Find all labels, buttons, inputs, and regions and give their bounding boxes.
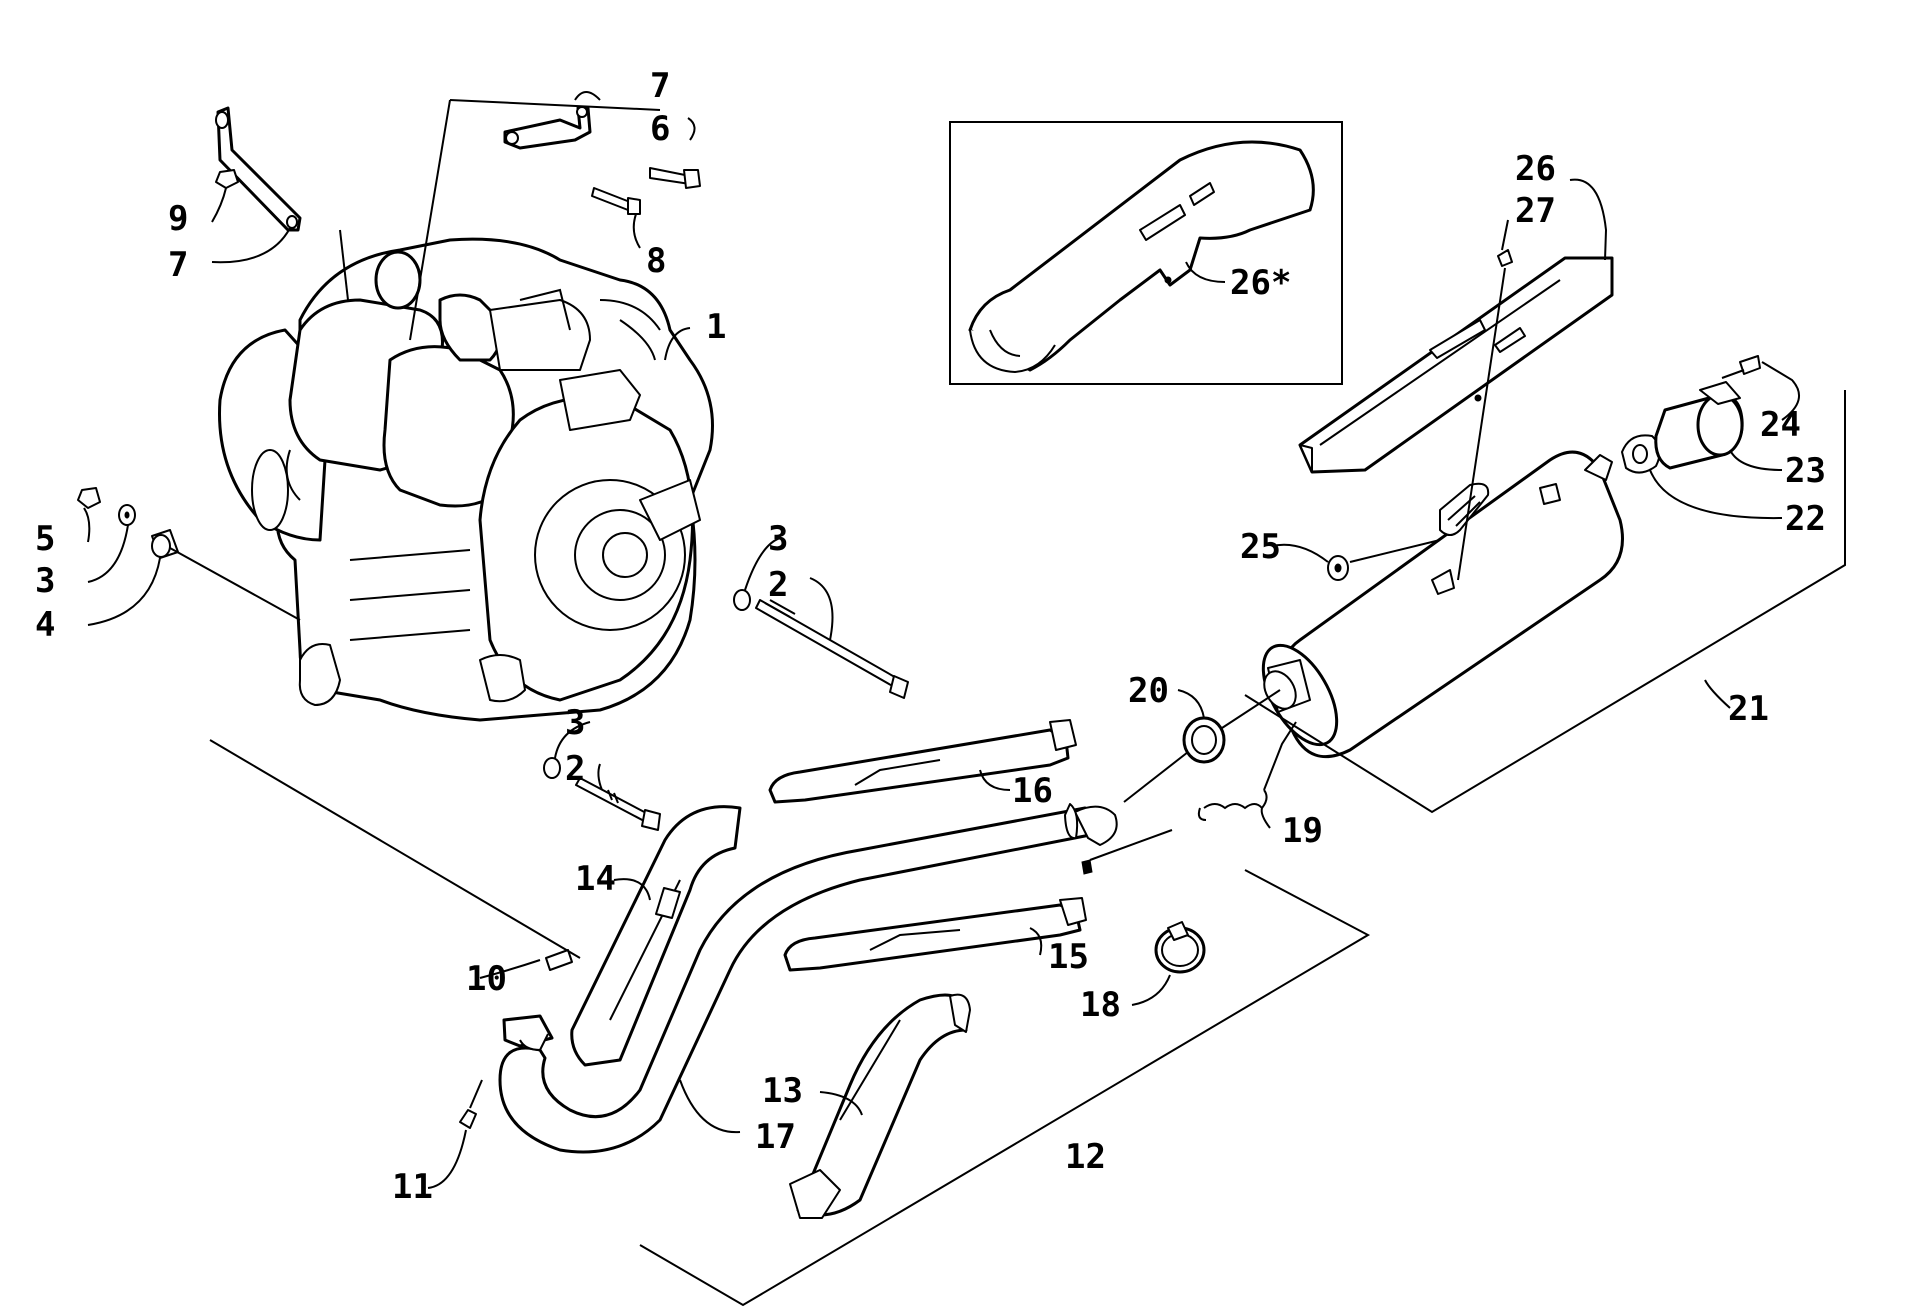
bolt-2-upper (755, 599, 909, 699)
callout-labels: 1 2 2 3 3 3 4 5 6 7 7 8 9 10 11 12 13 14… (35, 66, 1826, 1207)
callout-26-star: 26* (1230, 263, 1291, 303)
spacer-4 (151, 529, 179, 559)
callout-2-lower: 2 (565, 749, 585, 789)
callout-22: 22 (1785, 499, 1826, 539)
screw-24 (1721, 355, 1761, 379)
mounting-bracket-right (503, 106, 592, 150)
muffler-heat-shield-26 (1298, 256, 1614, 474)
spring-19 (1197, 789, 1268, 821)
callout-20: 20 (1128, 671, 1169, 711)
heat-shield-15 (783, 897, 1087, 972)
gasket-22 (1621, 434, 1661, 474)
stud-8 (591, 187, 641, 215)
nut-9 (215, 169, 239, 189)
callout-1: 1 (706, 307, 726, 347)
callout-21: 21 (1728, 689, 1769, 729)
callout-19: 19 (1282, 811, 1323, 851)
engine-assembly (218, 237, 714, 722)
stud-11 (459, 1079, 483, 1129)
callout-27: 27 (1515, 191, 1556, 231)
bolt-2-lower (575, 777, 661, 831)
leader-lines (83, 91, 1801, 1189)
callout-25: 25 (1240, 527, 1281, 567)
spark-arrestor-23 (1654, 381, 1744, 470)
washer-3-upper (733, 589, 751, 611)
screw-27 (1497, 249, 1513, 267)
callout-11: 11 (392, 1167, 433, 1207)
callout-4: 4 (35, 605, 55, 645)
callout-3-upper: 3 (768, 519, 788, 559)
callout-15: 15 (1048, 937, 1089, 977)
washer-3-lower (543, 757, 561, 779)
alt-heat-shield-26-star (968, 140, 1315, 373)
callout-12: 12 (1065, 1137, 1106, 1177)
heat-shield-16 (768, 719, 1077, 804)
callout-14: 14 (575, 859, 616, 899)
mounting-bracket-left (215, 106, 302, 232)
group-line-12 (639, 869, 1371, 1307)
nut-5 (77, 487, 101, 509)
callout-5: 5 (35, 519, 55, 559)
heat-shield-14 (570, 805, 742, 1067)
callout-2-upper: 2 (768, 565, 788, 605)
grommet-25 (1327, 555, 1349, 581)
header-pipe-17 (498, 803, 1118, 1154)
callout-9: 9 (168, 199, 188, 239)
callout-6: 6 (650, 109, 670, 149)
clamp-18 (1154, 921, 1206, 974)
callout-24: 24 (1760, 405, 1801, 445)
callout-7-left: 7 (168, 245, 188, 285)
group-line-flange (209, 739, 581, 959)
callout-3-left: 3 (35, 561, 55, 601)
group-line-21 (1244, 390, 1846, 814)
callout-18: 18 (1080, 985, 1121, 1025)
bolt-6 (649, 167, 701, 189)
muffler-21 (1261, 450, 1624, 759)
inset-box (949, 121, 1343, 385)
callout-3-lower: 3 (565, 703, 585, 743)
group-lines (209, 390, 1846, 1307)
gasket-20 (1182, 716, 1226, 764)
callout-13: 13 (762, 1071, 803, 1111)
callout-26: 26 (1515, 149, 1556, 189)
washer-3-left (118, 504, 136, 526)
callout-16: 16 (1012, 771, 1053, 811)
gasket-10 (545, 949, 573, 971)
callout-17: 17 (755, 1117, 796, 1157)
inset-border (949, 121, 1343, 385)
callout-10: 10 (466, 959, 507, 999)
heat-shield-13 (789, 993, 971, 1219)
callout-23: 23 (1785, 451, 1826, 491)
exhaust-flange (502, 1014, 554, 1051)
callout-8: 8 (646, 241, 666, 281)
callout-7-top: 7 (650, 66, 670, 106)
